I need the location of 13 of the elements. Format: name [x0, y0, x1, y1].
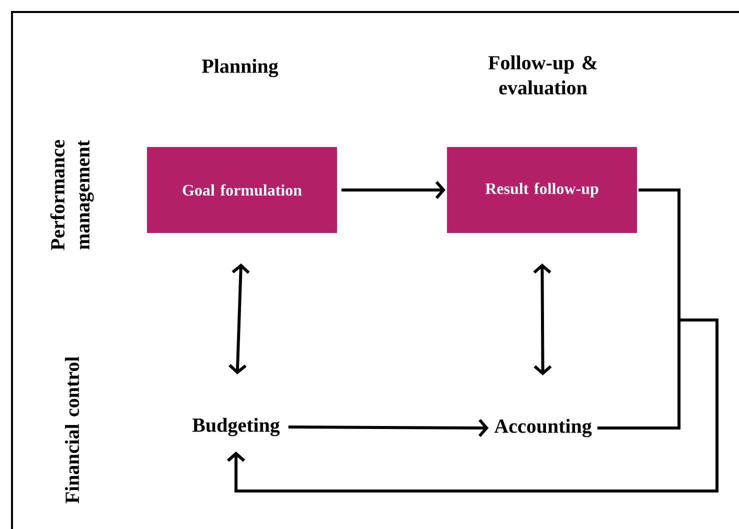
row-heading: Financial control: [64, 356, 80, 504]
row-heading: Performance management: [50, 140, 94, 250]
arrow: [533, 264, 552, 376]
process-label: Budgeting: [192, 418, 280, 436]
process-label: Accounting: [494, 418, 592, 438]
column-heading: Follow-up & evaluation: [488, 55, 598, 95]
process-box: Goal formulation: [147, 147, 337, 233]
arrow: [342, 181, 446, 199]
process-box: Result follow-up: [447, 147, 637, 233]
arrow: [227, 318, 718, 492]
arrow: [228, 263, 250, 374]
column-heading: Planning: [202, 58, 278, 78]
arrow: [288, 418, 489, 437]
